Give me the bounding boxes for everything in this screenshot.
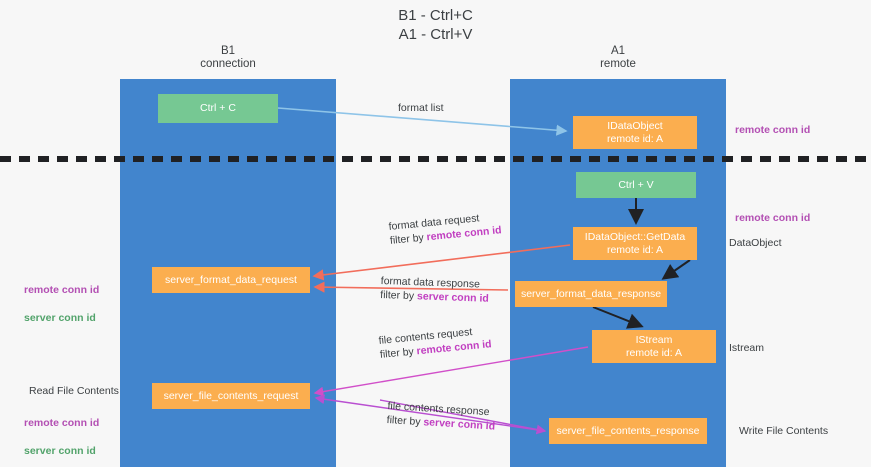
node-server-file-contents-response[interactable]: server_file_contents_response [549, 418, 707, 444]
annotation-remote-conn-id-top: remote conn id [735, 124, 811, 136]
node-server-format-data-response[interactable]: server_format_data_response [515, 281, 667, 307]
annotation-remote-conn-id: remote conn id [24, 417, 100, 429]
edge-label-format-list: format list [398, 101, 444, 115]
boundary-divider [0, 156, 871, 162]
edge-label-format-data-request: format data request filter by remote con… [388, 209, 502, 248]
annotation-dataobject: DataObject [729, 237, 782, 249]
annotation-server-conn-id: server conn id [24, 312, 96, 324]
annotation-read-file-contents: Read File Contents [29, 385, 119, 397]
lane-header-b1: B1 connection [200, 45, 256, 70]
node-idataobject-getdata[interactable]: IDataObject::GetData remote id: A [573, 227, 697, 260]
edge-label-format-data-response-line2: filter by server conn id [380, 288, 489, 306]
annotation-server-conn-id: server conn id [24, 445, 96, 457]
annotation-conn-ids-top: remote conn id server conn id [24, 269, 99, 339]
annotation-istream: Istream [729, 342, 765, 354]
filter-prefix: filter by [386, 413, 424, 429]
annotation-remote-conn-id: remote conn id [24, 284, 100, 296]
node-ctrl-c[interactable]: Ctrl + C [158, 94, 278, 123]
edge-label-file-contents-response: file contents response filter by server … [386, 399, 496, 434]
filter-key-server-conn-id: server conn id [423, 416, 496, 433]
node-ctrl-v[interactable]: Ctrl + V [576, 172, 696, 198]
node-istream[interactable]: IStream remote id: A [592, 330, 716, 363]
lane-header-a1: A1 remote [600, 45, 636, 70]
annotation-conn-ids-bottom: remote conn id server conn id [24, 402, 99, 467]
node-server-format-data-request[interactable]: server_format_data_request [152, 267, 310, 293]
annotation-remote-conn-id-middle: remote conn id [735, 212, 811, 224]
filter-prefix: filter by [379, 345, 418, 361]
annotation-write-file-contents: Write File Contents [739, 425, 829, 437]
edge-label-file-contents-request: file contents request filter by remote c… [378, 323, 492, 362]
diagram-title: B1 - Ctrl+C A1 - Ctrl+V [398, 7, 473, 43]
filter-prefix: filter by [389, 231, 428, 247]
filter-key-server-conn-id: server conn id [416, 290, 489, 305]
filter-prefix: filter by [380, 288, 418, 303]
node-server-file-contents-request[interactable]: server_file_contents_request [152, 383, 310, 409]
edge-label-format-data-response: format data response filter by server co… [380, 274, 489, 306]
node-idataobject[interactable]: IDataObject remote id: A [573, 116, 697, 149]
edge-label-format-list-text: format list [398, 102, 444, 114]
